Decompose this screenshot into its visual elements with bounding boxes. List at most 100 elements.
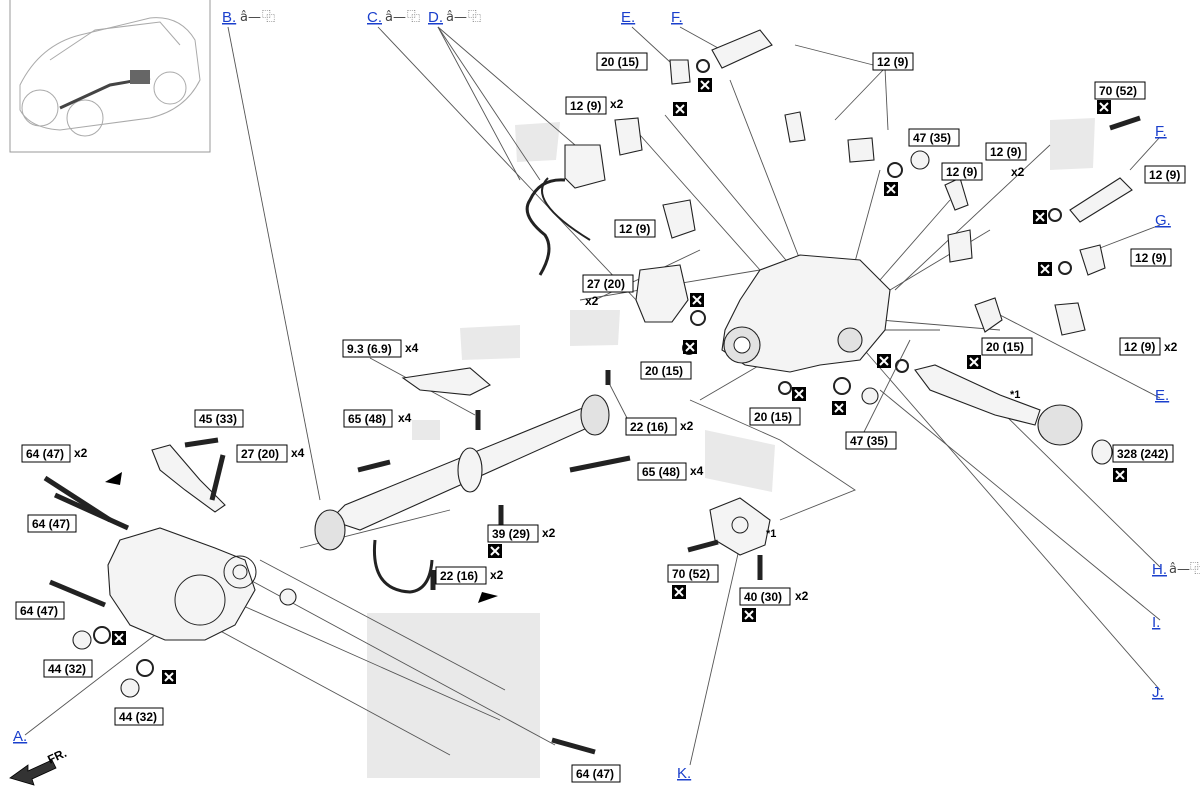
callout-c[interactable]: C. â— ⿻: [367, 9, 420, 26]
torque-12-9-bracket-b: 12 (9): [985, 142, 1027, 161]
svg-text:328 (242): 328 (242): [1117, 447, 1168, 461]
callout-f-right-label[interactable]: F.: [1155, 123, 1167, 140]
callout-b-label[interactable]: B.: [222, 9, 236, 26]
torque-12-9-module: 12 (9): [565, 96, 607, 115]
replace-icon: [1113, 468, 1127, 482]
svg-text:70 (52): 70 (52): [672, 567, 710, 581]
callout-h-suffix: â—: [1169, 562, 1190, 577]
callout-c-label[interactable]: C.: [367, 9, 382, 26]
svg-text:65 (48): 65 (48): [642, 465, 680, 479]
callout-h-label[interactable]: H.: [1152, 561, 1167, 578]
replace-icon: [792, 387, 806, 401]
torque-70-52-top-right: 70 (52): [1094, 81, 1146, 100]
svg-text:20 (15): 20 (15): [601, 55, 639, 69]
svg-text:39 (29): 39 (29): [492, 527, 530, 541]
callout-d[interactable]: D. â— ⿻: [428, 9, 481, 26]
svg-text:12 (9): 12 (9): [946, 165, 977, 179]
callout-d-label[interactable]: D.: [428, 9, 443, 26]
replace-icon: [967, 355, 981, 369]
torque-12-9-top: 12 (9): [872, 52, 914, 71]
replace-icon: [832, 401, 846, 415]
svg-text:44 (32): 44 (32): [48, 662, 86, 676]
callout-h-link-icon: ⿻: [1190, 562, 1200, 577]
callout-f-right[interactable]: F.: [1155, 123, 1167, 140]
svg-text:12 (9): 12 (9): [570, 99, 601, 113]
rear-axle-shaft: [914, 364, 1113, 465]
replace-icon: [742, 608, 756, 622]
callout-i-label[interactable]: I.: [1152, 614, 1160, 631]
callout-g[interactable]: G.: [1155, 212, 1171, 229]
callout-j[interactable]: J.: [1152, 684, 1164, 701]
svg-text:64 (47): 64 (47): [576, 767, 614, 781]
svg-text:64 (47): 64 (47): [20, 604, 58, 618]
callout-f-top-label[interactable]: F.: [671, 9, 683, 26]
torque-328-242: 328 (242): [1112, 444, 1174, 463]
svg-text:64 (47): 64 (47): [26, 447, 64, 461]
svg-text:44 (32): 44 (32): [119, 710, 157, 724]
replace-icon: [884, 182, 898, 196]
torque-20-15-drain: 20 (15): [749, 407, 801, 426]
mult-x2: x2: [490, 568, 504, 582]
front-arrow-icon: [9, 759, 57, 786]
replace-icon: [488, 544, 502, 558]
callout-h[interactable]: H. â— ⿻: [1152, 561, 1200, 578]
torque-64-47-left-top: 64 (47): [21, 444, 71, 463]
svg-text:12 (9): 12 (9): [1124, 340, 1155, 354]
direction-arrow-icon: [105, 472, 122, 485]
replace-icon: [1038, 262, 1052, 276]
svg-text:12 (9): 12 (9): [619, 222, 650, 236]
callout-i[interactable]: I.: [1152, 614, 1160, 631]
replace-icon: [690, 293, 704, 307]
mult-x2: x2: [1011, 165, 1025, 179]
svg-text:47 (35): 47 (35): [850, 434, 888, 448]
callout-j-label[interactable]: J.: [1152, 684, 1164, 701]
callout-a-label[interactable]: A.: [13, 728, 27, 745]
torque-64-47-left-mid: 64 (47): [27, 514, 77, 533]
torque-12-9-g-sensor: 12 (9): [1130, 248, 1172, 267]
mult-x2: x2: [585, 294, 599, 308]
torque-9-3-6-9: 9.3 (6.9): [342, 339, 402, 358]
replace-icon: [673, 102, 687, 116]
note-star-1-axle: *1: [1010, 389, 1020, 401]
torque-20-15-actuator-plug: 20 (15): [640, 361, 692, 380]
torque-65-48-upper: 65 (48): [343, 409, 393, 428]
leader-lines: [24, 26, 1161, 766]
svg-text:12 (9): 12 (9): [877, 55, 908, 69]
callout-d-link-icon: ⿻: [468, 10, 481, 25]
rear-diff-mount: [709, 497, 771, 556]
torque-20-15-e-right-sensor: 20 (15): [981, 337, 1033, 356]
mult-x2: x2: [795, 589, 809, 603]
svg-text:40 (30): 40 (30): [744, 590, 782, 604]
svg-text:20 (15): 20 (15): [986, 340, 1024, 354]
replace-icon: [112, 631, 126, 645]
callout-g-label[interactable]: G.: [1155, 212, 1171, 229]
mult-x2: x2: [610, 97, 624, 111]
callout-e-right-label[interactable]: E.: [1155, 387, 1169, 404]
torque-12-9-actuator-bracket: 12 (9): [614, 219, 656, 238]
torque-44-32-upper: 44 (32): [43, 659, 93, 678]
front-direction-label: FR.: [45, 746, 68, 767]
replace-icon: [877, 354, 891, 368]
svg-text:22 (16): 22 (16): [440, 569, 478, 583]
torque-27-20-actuator: 27 (20): [582, 274, 634, 293]
front-diff-mount-bracket: [401, 367, 491, 396]
callout-k[interactable]: K.: [677, 765, 691, 782]
torque-47-35-plug: 47 (35): [908, 128, 960, 147]
callout-e-top-label[interactable]: E.: [621, 9, 635, 26]
callout-c-suffix: â—: [385, 10, 406, 25]
svg-text:12 (9): 12 (9): [1149, 168, 1180, 182]
direction-arrow-icon: [478, 592, 498, 603]
callout-f-top[interactable]: F.: [671, 9, 683, 26]
svg-text:22 (16): 22 (16): [630, 420, 668, 434]
torque-70-52-mount: 70 (52): [667, 564, 719, 583]
callout-e-top[interactable]: E.: [621, 9, 635, 26]
callout-b[interactable]: B. â— ⿻: [222, 9, 275, 26]
mult-x4: x4: [398, 411, 412, 425]
svg-text:20 (15): 20 (15): [754, 410, 792, 424]
control-module: [564, 117, 643, 189]
front-direction-indicator: FR.: [9, 746, 69, 786]
callout-a[interactable]: A.: [13, 728, 27, 745]
callout-e-right[interactable]: E.: [1155, 387, 1169, 404]
callout-k-label[interactable]: K.: [677, 765, 691, 782]
